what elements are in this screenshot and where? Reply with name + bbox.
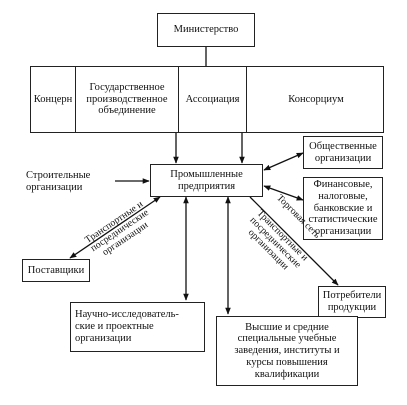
arrow-suppliers bbox=[69, 196, 161, 259]
top-row-cell-state-association: Государственное производственное объедин… bbox=[75, 67, 178, 132]
finance-orgs-box: Финансовые, налоговые, банковские и стат… bbox=[303, 177, 383, 240]
arrow-public-orgs bbox=[263, 152, 304, 171]
industrial-enterprises-box: Промышленные предприятия bbox=[150, 164, 263, 197]
research-orgs-box: Научно-исследователь- ские и проектные о… bbox=[70, 302, 205, 352]
arrow-consumers bbox=[249, 196, 339, 286]
ministry-box: Министерство bbox=[157, 13, 255, 47]
top-row-box: Концерн Государственное производственное… bbox=[30, 66, 384, 133]
public-orgs-box: Общественные организации bbox=[303, 136, 383, 169]
construction-orgs-box: Строительные организации bbox=[22, 165, 115, 198]
ministry-label: Министерство bbox=[173, 24, 239, 36]
consumers-box: Потребители продукции bbox=[318, 286, 386, 318]
top-row-cell-association: Ассоциация bbox=[178, 67, 246, 132]
top-row-cell-concern: Концерн bbox=[33, 93, 73, 105]
suppliers-box: Поставщики bbox=[22, 259, 90, 282]
arrow-finance-orgs bbox=[263, 185, 304, 201]
education-box: Высшие и средние специальные учебные зав… bbox=[216, 316, 358, 386]
top-row-cell-consortium: Консорциум bbox=[246, 67, 385, 132]
